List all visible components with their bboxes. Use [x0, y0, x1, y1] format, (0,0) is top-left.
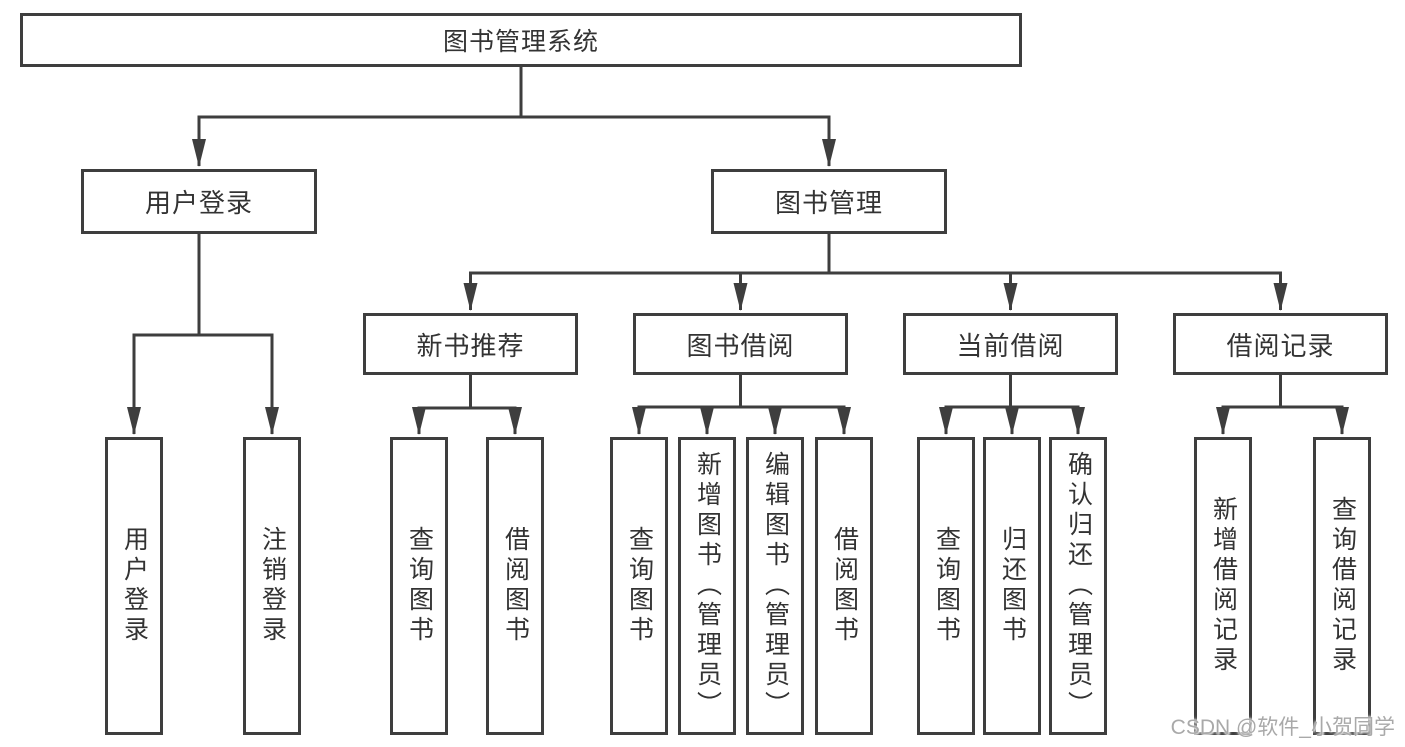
node-borrow-records: 借阅记录: [1173, 313, 1388, 375]
node-book-borrow: 图书借阅: [633, 313, 848, 375]
leaf-user-login: 用户登录: [105, 437, 163, 735]
watermark: CSDN @软件_小贺同学: [1170, 716, 1395, 739]
leaf-add-borrow-record: 新增借阅记录: [1194, 437, 1252, 735]
leaf-query-borrow-record: 查询借阅记录: [1313, 437, 1371, 735]
leaf-add-book-admin: 新增图书（管理员）: [678, 437, 736, 735]
leaf-edit-book-admin: 编辑图书（管理员）: [746, 437, 804, 735]
leaf-confirm-return-admin: 确认归还（管理员）: [1049, 437, 1107, 735]
node-root: 图书管理系统: [20, 13, 1022, 67]
node-user-login: 用户登录: [81, 169, 317, 234]
node-new-book-recommend: 新书推荐: [363, 313, 578, 375]
leaf-borrow-books: 借阅图书: [815, 437, 873, 735]
leaf-logout: 注销登录: [243, 437, 301, 735]
node-current-borrow: 当前借阅: [903, 313, 1118, 375]
leaf-return-books: 归还图书: [983, 437, 1041, 735]
leaf-query-books-current: 查询图书: [917, 437, 975, 735]
leaf-query-books-borrow: 查询图书: [610, 437, 668, 735]
leaf-query-books-recommend: 查询图书: [390, 437, 448, 735]
node-book-management: 图书管理: [711, 169, 947, 234]
leaf-borrow-books-recommend: 借阅图书: [486, 437, 544, 735]
